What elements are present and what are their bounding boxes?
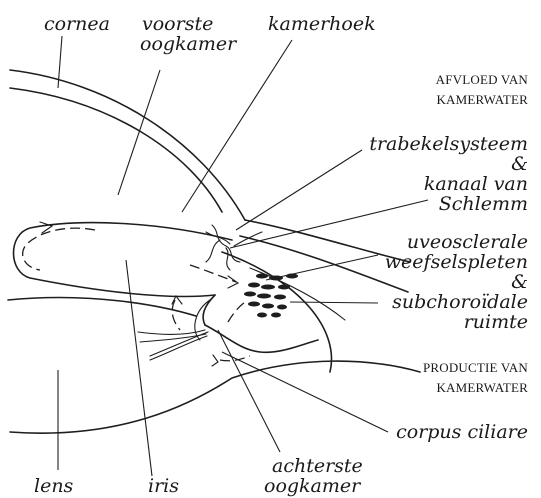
lens-outline — [8, 298, 420, 434]
label-achterste-oogkamer-line2: oogkamer — [264, 475, 362, 497]
label-schlemm: Schlemm — [439, 193, 528, 215]
label-subchoroidale: subchoroïdale — [392, 291, 528, 313]
label-voorste-oogkamer-line2: oogkamer — [140, 33, 238, 55]
label-ampersand-1: & — [511, 153, 528, 175]
label-kamerhoek: kamerhoek — [268, 13, 376, 35]
label-iris: iris — [148, 475, 179, 497]
caption-productie-line2: KAMERWATER — [436, 380, 528, 395]
label-voorste-oogkamer-line1: voorste — [142, 13, 213, 35]
label-uveosclerale: uveosclerale — [407, 231, 528, 253]
label-ampersand-2: & — [511, 271, 528, 293]
label-corpus-ciliare: corpus ciliare — [396, 421, 528, 443]
label-lens: lens — [34, 475, 74, 497]
cornea-outline — [10, 70, 245, 220]
caption-afvloed-line1: AFVLOED VAN — [436, 72, 529, 87]
pointer-lines — [58, 36, 428, 476]
label-trabekelsysteem: trabekelsysteem — [369, 133, 528, 155]
label-ruimte: ruimte — [464, 311, 528, 333]
uveoscleral-spaces — [244, 274, 298, 318]
label-weefselspleten: weefselspleten — [385, 251, 528, 273]
label-achterste-oogkamer-line1: achterste — [272, 455, 363, 477]
ciliary-body-outline — [195, 300, 318, 352]
iris-outline — [14, 223, 233, 325]
label-cornea: cornea — [44, 13, 110, 35]
caption-afvloed-line2: KAMERWATER — [436, 92, 528, 107]
zonule-fibers — [138, 330, 208, 360]
label-kanaal-van-line1: kanaal van — [424, 173, 528, 195]
caption-productie-line1: PRODUCTIE VAN — [423, 360, 528, 375]
